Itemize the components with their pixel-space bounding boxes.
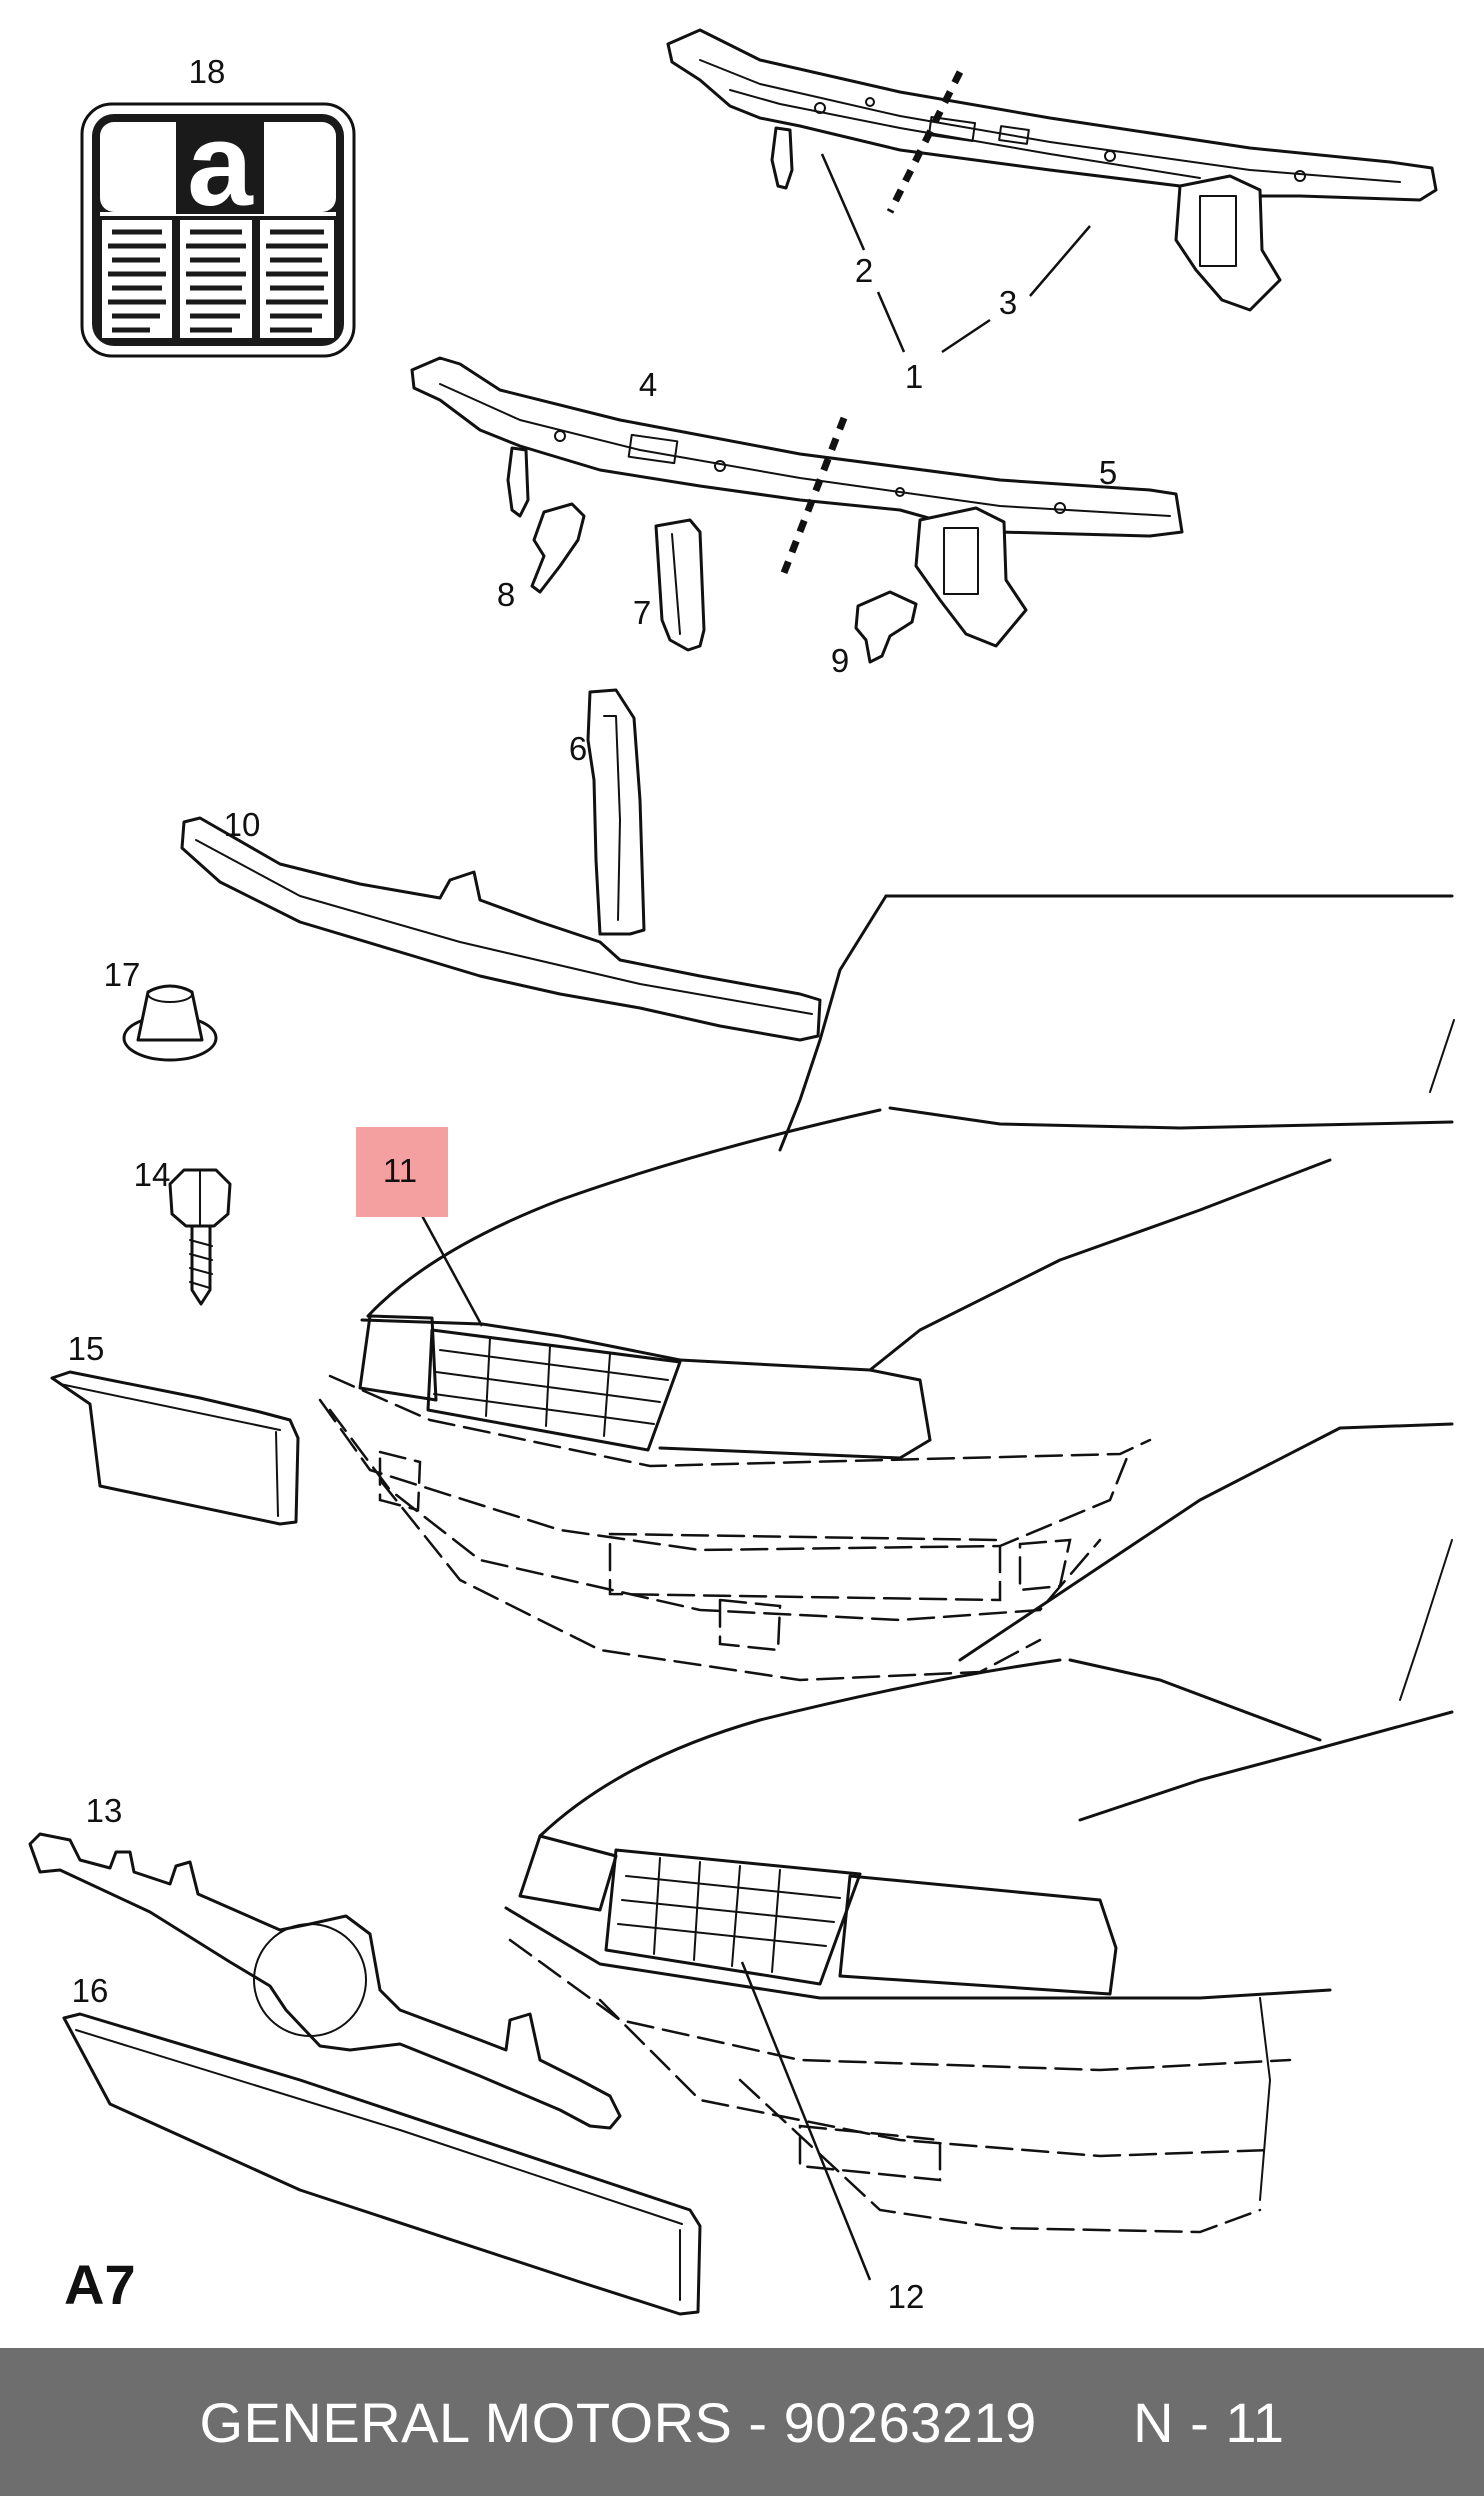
car-front-view-lower [504,1422,1454,2234]
callout-2: 2 [855,252,873,289]
part-12-grille-lower [604,1848,862,1986]
part-14-screw [168,1168,232,1306]
part-7-reinforcement [654,518,706,652]
callout-7: 7 [633,594,651,631]
part-16-lower-moulding [62,2012,702,2316]
callout-18: 18 [189,53,226,90]
callout-15: 15 [68,1330,105,1367]
callout-14: 14 [134,1156,171,1193]
callout-16: 16 [72,1972,109,2009]
callout-11: 11 [383,1152,417,1189]
part-15-moulding-left [50,1370,300,1526]
label-stripes [108,229,328,333]
callout-6: 6 [569,730,587,767]
part-8-bracket [530,502,586,594]
part-9-bracket [854,590,918,664]
callout-13: 13 [86,1792,123,1829]
part-11-grille [426,1328,682,1452]
footer-bar: GENERAL MOTORS - 90263219 N - 11 [0,2348,1484,2496]
footer-text: GENERAL MOTORS - 90263219 N - 11 [199,2390,1285,2454]
callout-17: 17 [104,956,141,993]
part-10-lower-crossbar [180,816,822,1042]
label-letter: a [187,99,254,231]
part-6-vertical-support [586,688,646,936]
leader-lines [418,153,1091,2281]
callout-1: 1 [905,358,923,395]
callout-9: 9 [831,642,849,679]
callout-12: 12 [888,2278,925,2315]
part-18-label-sticker: a [80,99,356,358]
callout-3: 3 [999,284,1017,321]
section-label: A7 [64,2253,136,2316]
parts-diagram: a [28,28,1455,2316]
callout-11-highlight [356,1127,448,1217]
part-1-front-panel-assembly [666,28,1438,312]
part-13-grille-bracket [28,1832,622,2130]
callout-8: 8 [497,576,515,613]
callout-5: 5 [1099,454,1117,491]
callouts: 18 2 3 1 4 5 8 7 9 6 10 17 11 14 15 13 1… [68,53,1118,2315]
label-text-lines [102,220,334,338]
part-17-grommet [122,984,218,1062]
part-4-5-support-panel [410,356,1184,648]
callout-4: 4 [639,366,657,403]
car-front-view-upper [318,894,1455,1682]
callout-10: 10 [224,806,261,843]
